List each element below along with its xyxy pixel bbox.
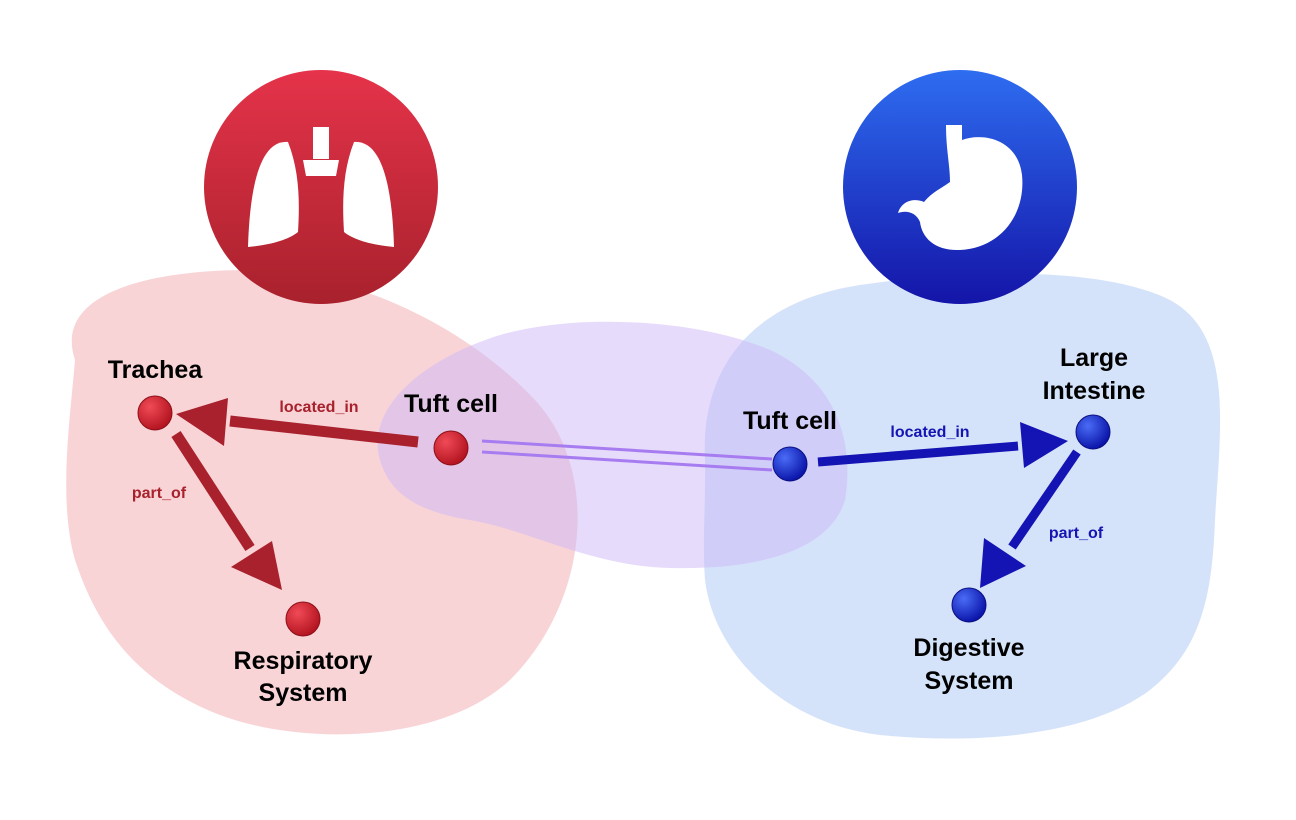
respiratory-badge [204,70,438,304]
tuft-cell-equivalence-link [481,439,773,472]
label-digestive-system-line1: Digestive [913,634,1024,662]
label-large-intestine-line2: Intestine [1043,377,1146,405]
label-respiratory-system-line2: System [259,679,348,707]
label-tuft-cell-respiratory: Tuft cell [404,390,498,418]
node-large-intestine[interactable] [1075,414,1111,450]
label-edge-respiratory-part-of: part_of [132,485,187,502]
label-respiratory-system-line1: Respiratory [234,647,373,675]
label-edge-respiratory-located-in: located_in [279,399,358,416]
label-digestive-system-line2: System [925,667,1014,695]
digestive-region [703,273,1221,739]
shared-tuft-cell-region [377,321,848,569]
edge-respiratory-part-of [171,431,282,590]
node-digestive-system[interactable] [951,587,987,623]
stomach-icon [898,125,1023,251]
label-trachea: Trachea [108,356,204,384]
node-respiratory-system[interactable] [285,601,321,637]
label-edge-digestive-part-of: part_of [1049,525,1104,542]
label-tuft-cell-digestive: Tuft cell [743,407,837,435]
edge-respiratory-located-in [176,398,419,448]
digestive-badge [843,70,1077,304]
node-tuft-cell-respiratory[interactable] [433,430,469,466]
label-edge-digestive-located-in: located_in [890,424,969,441]
edge-digestive-part-of [980,449,1081,588]
lungs-icon [248,127,394,247]
node-tuft-cell-digestive[interactable] [772,446,808,482]
node-trachea[interactable] [137,395,173,431]
edge-digestive-located-in [817,422,1068,468]
label-large-intestine-line1: Large [1060,344,1128,372]
